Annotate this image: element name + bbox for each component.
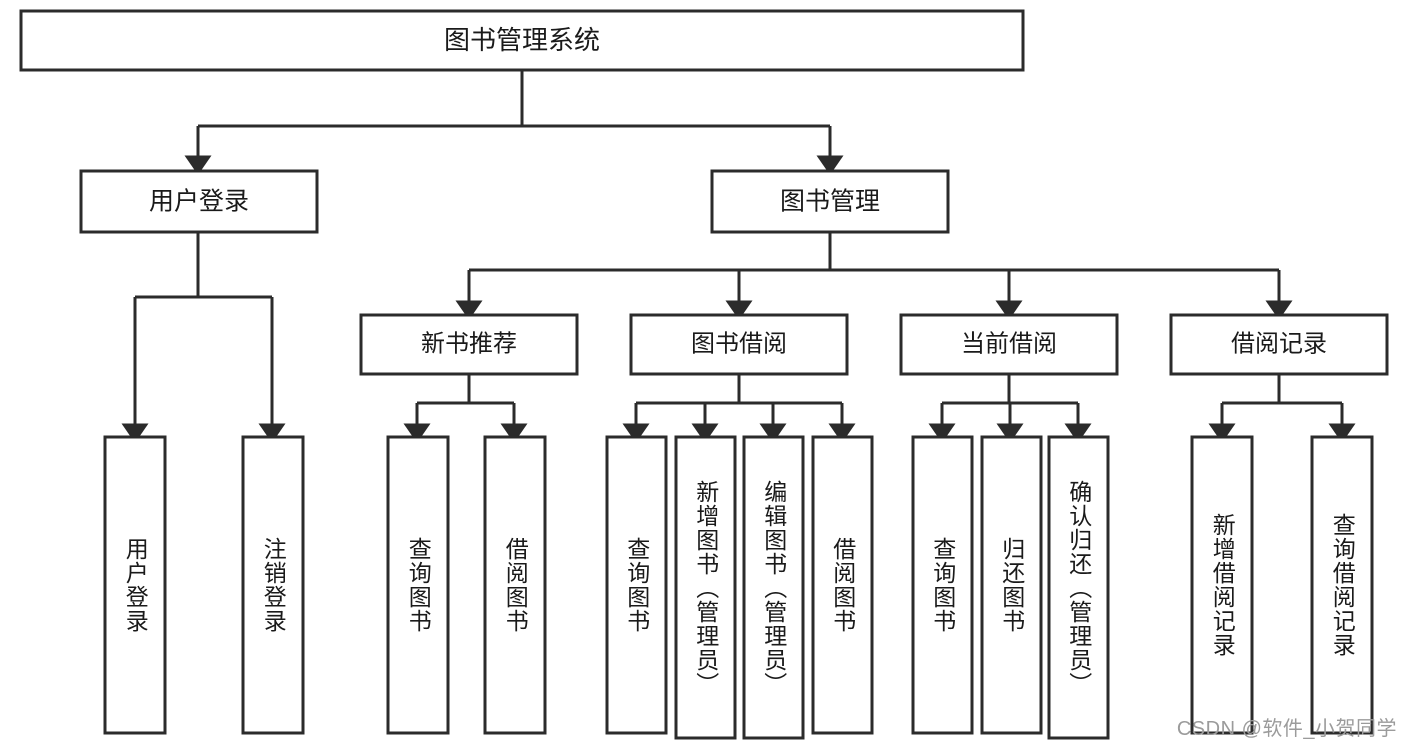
node-book-management-label: 图书管理: [780, 188, 880, 216]
node-new-book-recommend[interactable]: 新书推荐: [359, 313, 579, 376]
leaf-user-login-0[interactable]: 用户登录: [103, 435, 167, 735]
edges-borrow-record-to-leaves: [1208, 374, 1356, 443]
leaf-book-borrow-2[interactable]: 编辑图书（管理员）: [742, 435, 805, 740]
node-book-borrow[interactable]: 图书借阅: [629, 313, 849, 376]
leaf-label: 借阅图书: [829, 537, 856, 633]
leaf-new-book-recommend-0[interactable]: 查询图书: [386, 435, 450, 735]
leaf-book-borrow-1[interactable]: 新增图书（管理员）: [674, 435, 737, 740]
node-current-borrow-label: 当前借阅: [961, 330, 1057, 357]
node-book-borrow-label: 图书借阅: [691, 330, 787, 357]
leaf-label: 新增借阅记录: [1209, 513, 1236, 657]
node-root-label: 图书管理系统: [444, 25, 600, 55]
node-root-system[interactable]: 图书管理系统: [19, 9, 1025, 72]
leaf-label: 新增图书（管理员）: [692, 479, 719, 696]
node-current-borrow[interactable]: 当前借阅: [899, 313, 1119, 376]
leaf-label: 查询图书: [929, 537, 956, 633]
leaf-label: 用户登录: [122, 537, 149, 633]
node-book-management[interactable]: 图书管理: [710, 169, 950, 234]
leaf-book-borrow-0[interactable]: 查询图书: [605, 435, 668, 735]
node-user-login[interactable]: 用户登录: [79, 169, 319, 234]
leaf-current-borrow-1[interactable]: 归还图书: [980, 435, 1043, 735]
edges-root-to-level2: [184, 70, 844, 175]
leaf-label: 编辑图书（管理员）: [760, 479, 787, 696]
leaf-current-borrow-0[interactable]: 查询图书: [911, 435, 974, 735]
leaf-user-login-1[interactable]: 注销登录: [241, 435, 305, 735]
edges-new-book-to-leaves: [403, 374, 528, 443]
leaf-borrow-record-1[interactable]: 查询借阅记录: [1310, 435, 1374, 735]
leaf-label: 查询图书: [405, 537, 432, 633]
leaf-current-borrow-2[interactable]: 确认归还（管理员）: [1047, 435, 1110, 740]
edges-user-login-to-leaves: [121, 232, 286, 443]
leaf-label: 借阅图书: [502, 537, 529, 633]
edges-current-borrow-to-leaves: [928, 374, 1092, 443]
node-user-login-label: 用户登录: [149, 188, 249, 216]
node-new-book-recommend-label: 新书推荐: [421, 330, 517, 357]
leaf-label: 查询图书: [623, 537, 650, 633]
node-borrow-record-label: 借阅记录: [1231, 330, 1327, 357]
leaf-label: 查询借阅记录: [1329, 513, 1356, 657]
node-borrow-record[interactable]: 借阅记录: [1169, 313, 1389, 376]
leaf-new-book-recommend-1[interactable]: 借阅图书: [483, 435, 547, 735]
leaf-label: 注销登录: [260, 537, 287, 633]
leaf-label: 确认归还（管理员）: [1065, 479, 1092, 696]
leaf-label: 归还图书: [998, 537, 1025, 633]
leaf-book-borrow-3[interactable]: 借阅图书: [811, 435, 874, 735]
edges-book-management-to-level3: [455, 232, 1293, 320]
edges-book-borrow-to-leaves: [622, 374, 856, 443]
leaf-borrow-record-0[interactable]: 新增借阅记录: [1190, 435, 1254, 735]
